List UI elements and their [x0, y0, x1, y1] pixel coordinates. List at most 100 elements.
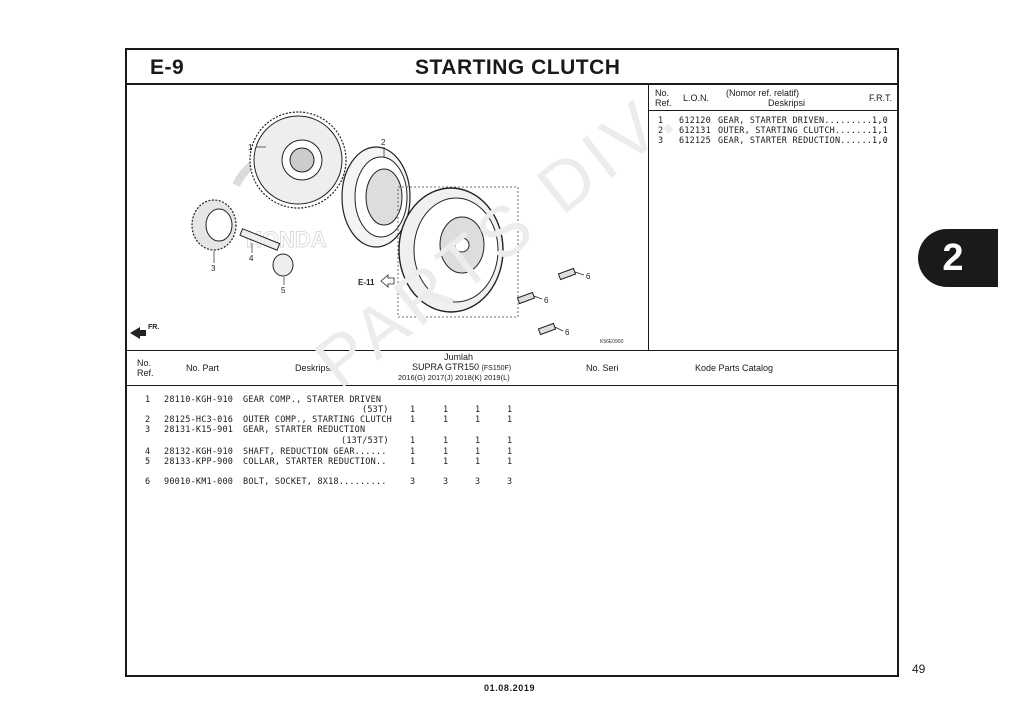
parts-row-part: 28110-KGH-910: [164, 395, 234, 405]
parts-row-qty: 1: [475, 447, 481, 457]
ref-e11-label: E-11: [358, 278, 375, 287]
reduction-gear-shaft: [239, 228, 281, 251]
frt-header-ref: Ref.: [655, 98, 672, 108]
parts-row-qty: 1: [507, 415, 513, 425]
callout-2: 2: [381, 138, 386, 147]
frt-header-deskripsi: Deskripsi: [768, 98, 806, 108]
parts-header-catalog: Kode Parts Catalog: [695, 363, 774, 373]
parts-header-model: SUPRA GTR150 (FS150F): [412, 362, 511, 374]
parts-header-part: No. Part: [186, 363, 220, 373]
callout-4: 4: [249, 254, 254, 263]
callout-6a: 6: [586, 272, 591, 281]
frt-header-divider: [649, 110, 898, 111]
frt-row-no: 3: [658, 136, 664, 146]
parts-row-qty: 1: [507, 457, 513, 467]
frt-row-frt: 1,1: [872, 126, 888, 136]
frt-row-frt: 1,0: [872, 116, 888, 126]
parts-row-desc: COLLAR, STARTER REDUCTION..: [243, 457, 387, 467]
parts-header-model-name: SUPRA GTR150: [412, 362, 480, 372]
year-col: 2016(G): [398, 373, 426, 382]
parts-header-no: No.: [137, 358, 152, 368]
leader-lines: [213, 146, 585, 332]
frt-header-no: No.: [655, 88, 670, 98]
footer-date: 01.08.2019: [484, 683, 536, 693]
parts-row-qty: 3: [475, 477, 481, 487]
front-label: FR.: [148, 324, 159, 331]
parts-header-desc: Deskripsi: [295, 363, 333, 373]
frt-row-desc: OUTER, STARTING CLUTCH..........: [718, 126, 889, 136]
parts-row-qty: 3: [410, 477, 416, 487]
parts-row-part: 28125-HC3-016: [164, 415, 234, 425]
year-col: 2017(J): [427, 373, 454, 382]
socket-bolts: [516, 267, 577, 336]
frt-header-nomor: (Nomor ref. relatif): [726, 88, 800, 98]
parts-row-no: 3: [145, 425, 151, 435]
parts-row-desc: GEAR COMP., STARTER DRIVEN: [243, 395, 382, 405]
parts-row-qty: 1: [475, 436, 481, 446]
parts-row-qty: 1: [443, 405, 449, 415]
parts-row-desc2: (53T): [362, 405, 389, 415]
diagram-divider: [648, 84, 649, 350]
parts-row-qty: 1: [410, 447, 416, 457]
year-col: 2019(L): [483, 373, 510, 382]
starter-driven-gear: [249, 111, 347, 209]
callout-6b: 6: [544, 296, 549, 305]
section-tab: 2: [918, 229, 998, 287]
callout-5: 5: [281, 286, 286, 295]
parts-row-qty: 1: [410, 457, 416, 467]
parts-row-qty: 1: [475, 415, 481, 425]
parts-header-model-code: (FS150F): [481, 365, 512, 372]
parts-row-qty: 3: [443, 477, 449, 487]
frt-row-no: 2: [658, 126, 664, 136]
frt-row-lon: 612120: [679, 116, 711, 126]
parts-row-qty: 1: [443, 415, 449, 425]
parts-row-qty: 1: [443, 447, 449, 457]
parts-row-no: 1: [145, 395, 151, 405]
flywheel: [397, 186, 519, 318]
frt-row-no: 1: [658, 116, 664, 126]
parts-row-qty: 1: [507, 436, 513, 446]
parts-row-qty: 1: [410, 415, 416, 425]
parts-row-no: 6: [145, 477, 151, 487]
parts-header-years: 2016(G) 2017(J) 2018(K) 2019(L): [398, 373, 510, 383]
starter-reduction-collar: [272, 253, 294, 277]
starter-reduction-gear: [191, 199, 237, 251]
frt-row-lon: 612125: [679, 136, 711, 146]
parts-row-desc2: (13T/53T): [341, 436, 389, 446]
parts-header-ref: Ref.: [137, 368, 154, 378]
parts-header-seri: No. Seri: [586, 363, 619, 373]
parts-row-desc: OUTER COMP., STARTING CLUTCH: [243, 415, 392, 425]
parts-row-qty: 1: [507, 447, 513, 457]
table-header-divider: [125, 385, 899, 386]
table-top-divider: [125, 350, 899, 351]
parts-row-qty: 1: [507, 405, 513, 415]
parts-row-qty: 1: [443, 436, 449, 446]
callout-6c: 6: [565, 328, 570, 337]
frt-row-frt: 1,0: [872, 136, 888, 146]
frt-row-lon: 612131: [679, 126, 711, 136]
parts-row-part: 90010-KM1-000: [164, 477, 234, 487]
callout-3: 3: [211, 264, 216, 273]
parts-row-qty: 1: [475, 457, 481, 467]
front-arrow-icon: [130, 327, 146, 339]
starting-clutch-outer: [341, 146, 411, 248]
parts-row-part: 28131-K15-901: [164, 425, 234, 435]
header-divider: [125, 83, 899, 85]
parts-row-qty: 1: [443, 457, 449, 467]
year-col: 2018(K): [455, 373, 482, 382]
drawing-code: K56E0900: [600, 339, 624, 345]
section-tab-number: 2: [942, 237, 964, 279]
page-number: 49: [912, 662, 926, 676]
frt-row-desc: GEAR, STARTER REDUCTION.........: [718, 136, 889, 146]
parts-row-desc: GEAR, STARTER REDUCTION: [243, 425, 366, 435]
frt-row-desc: GEAR, STARTER DRIVEN............: [718, 116, 889, 126]
section-code: E-9: [150, 56, 185, 79]
frt-header-lon: L.O.N.: [683, 93, 710, 103]
parts-row-qty: 3: [507, 477, 513, 487]
parts-row-desc: SHAFT, REDUCTION GEAR......: [243, 447, 387, 457]
parts-row-no: 2: [145, 415, 151, 425]
parts-row-part: 28133-KPP-900: [164, 457, 234, 467]
page-title: STARTING CLUTCH: [415, 56, 621, 79]
parts-row-part: 28132-KGH-910: [164, 447, 234, 457]
parts-row-qty: 1: [475, 405, 481, 415]
